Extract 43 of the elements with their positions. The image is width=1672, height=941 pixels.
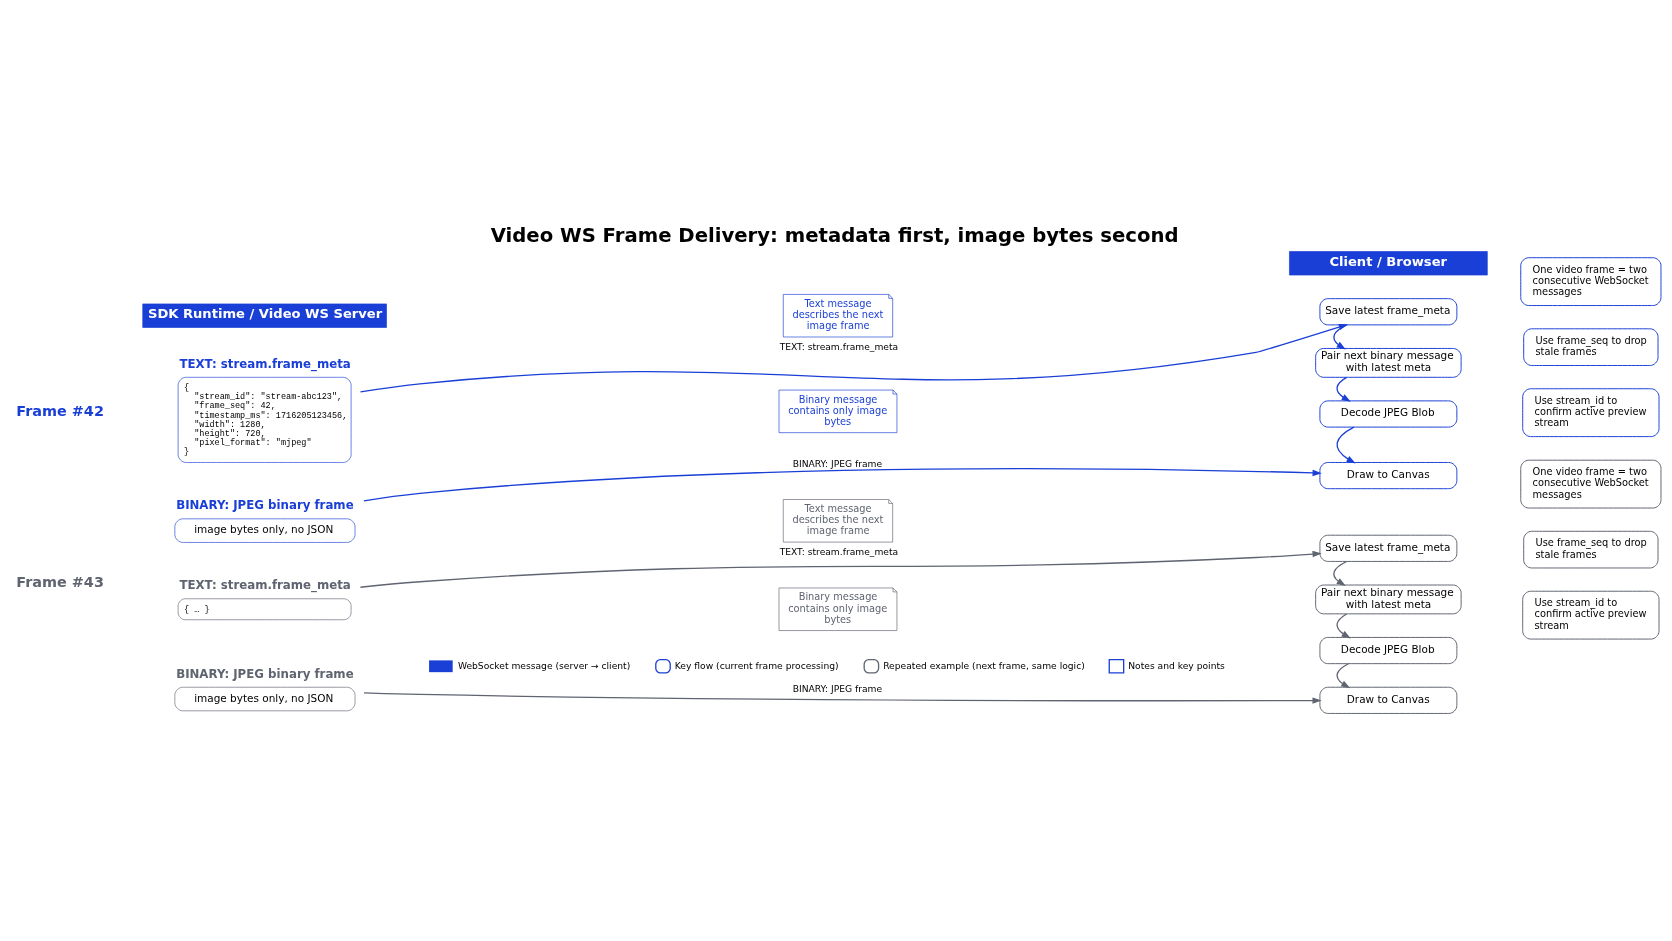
edge-label: BINARY: JPEG frame <box>792 682 883 694</box>
edge-label: TEXT: stream.frame_meta <box>779 545 899 557</box>
node-box: Use stream_id to confirm active preview stream <box>1522 590 1660 640</box>
arrow <box>1336 662 1351 688</box>
label: Frame #42 <box>16 402 104 419</box>
node-box: image bytes only, no JSON <box>174 518 356 543</box>
node-label: TEXT: stream.frame_meta <box>179 577 351 592</box>
arrow <box>1336 612 1351 638</box>
arrow <box>1336 426 1356 463</box>
node-box: Pair next binary message with latest meta <box>1315 347 1462 378</box>
arrow <box>1336 376 1351 402</box>
node-box: One video frame = two consecutive WebSocket messages <box>1520 256 1662 306</box>
legend-label: Notes and key points <box>1128 659 1225 671</box>
edge-label: BINARY: JPEG frame <box>792 457 883 469</box>
legend-label: Repeated example (next frame, same logic) <box>883 659 1085 671</box>
node-box: { … } <box>177 597 352 620</box>
node-box: Use frame_seq to drop stale frames <box>1523 530 1659 568</box>
node-box: Draw to Canvas <box>1319 686 1458 714</box>
arrow <box>1333 560 1348 586</box>
arrow <box>359 550 1322 588</box>
node-box: SDK Runtime / Video WS Server <box>142 303 387 328</box>
node-box: Use frame_seq to drop stale frames <box>1523 327 1659 366</box>
node-box: image bytes only, no JSON <box>174 686 356 711</box>
arrow <box>363 467 1322 501</box>
legend-label: WebSocket message (server → client) <box>457 659 631 671</box>
node-box: Pair next binary message with latest meta <box>1315 584 1462 614</box>
diagram-title: Video WS Frame Delivery: metadata first, image bytes second <box>490 223 1179 247</box>
edge-label: TEXT: stream.frame_meta <box>779 340 899 352</box>
node-box: Save latest frame_meta <box>1319 534 1458 562</box>
label: Frame #43 <box>16 573 104 590</box>
arrow <box>363 691 1322 704</box>
node-label: TEXT: stream.frame_meta <box>179 356 351 371</box>
legend-label: Key flow (current frame processing) <box>674 659 839 671</box>
node-box: Save latest frame_meta <box>1319 297 1458 325</box>
node-label: BINARY: JPEG binary frame <box>176 666 354 681</box>
node-box: Client / Browser <box>1289 250 1488 275</box>
node-box: { "stream_id": "stream-abc123", "frame_seq": 42, "timestamp_ms": 1716205123456, "width": 1280, "height": 720, "pixel_format": "mjpeg" } <box>177 376 352 463</box>
node-box: Decode JPEG Blob <box>1319 399 1458 428</box>
node-box: One video frame = two consecutive WebSocket messages <box>1520 459 1662 508</box>
node-box: Draw to Canvas <box>1319 461 1458 489</box>
node-box: Decode JPEG Blob <box>1319 636 1458 664</box>
node-label: BINARY: JPEG binary frame <box>176 497 354 512</box>
node-box: Use stream_id to confirm active preview stream <box>1522 387 1660 437</box>
